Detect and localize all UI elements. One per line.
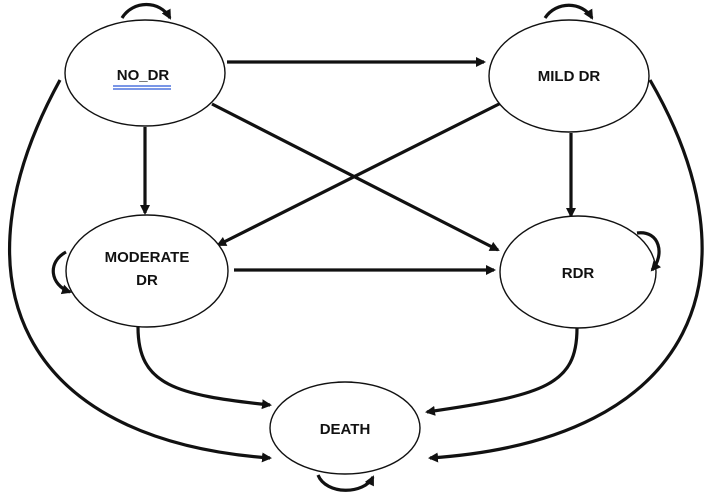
state-no-dr: NO_DR xyxy=(64,19,226,127)
state-moderate-dr-label-line2: DR xyxy=(136,272,158,289)
state-mild-dr-label: MILD DR xyxy=(538,68,601,85)
self-loop-death xyxy=(316,474,375,492)
self-loop-rdr xyxy=(636,231,662,272)
state-moderate-dr-label-line1: MODERATE xyxy=(105,249,190,266)
state-rdr: RDR xyxy=(499,215,657,329)
edge-nodr-to-death xyxy=(7,79,272,463)
state-mild-dr-ellipse xyxy=(488,19,650,133)
state-moderate-dr: MODERATE DR xyxy=(65,214,229,328)
state-mild-dr: MILD DR xyxy=(488,19,650,133)
state-no-dr-label: NO_DR xyxy=(117,67,170,84)
edge-milddr-to-moderatedr xyxy=(216,100,504,247)
state-death: DEATH xyxy=(269,381,421,475)
self-loop-mild-dr xyxy=(543,3,594,20)
self-loop-no-dr xyxy=(120,3,172,20)
edge-milddr-to-death xyxy=(428,79,704,463)
state-rdr-ellipse xyxy=(499,215,657,329)
state-no-dr-ellipse xyxy=(64,19,226,127)
state-death-label: DEATH xyxy=(320,421,371,438)
state-moderate-dr-ellipse xyxy=(65,214,229,328)
self-loop-moderate-dr xyxy=(51,250,72,295)
state-rdr-label: RDR xyxy=(562,265,595,282)
edge-rdr-to-death xyxy=(425,327,579,416)
edge-moderatedr-to-death xyxy=(136,326,272,410)
state-death-ellipse xyxy=(269,381,421,475)
